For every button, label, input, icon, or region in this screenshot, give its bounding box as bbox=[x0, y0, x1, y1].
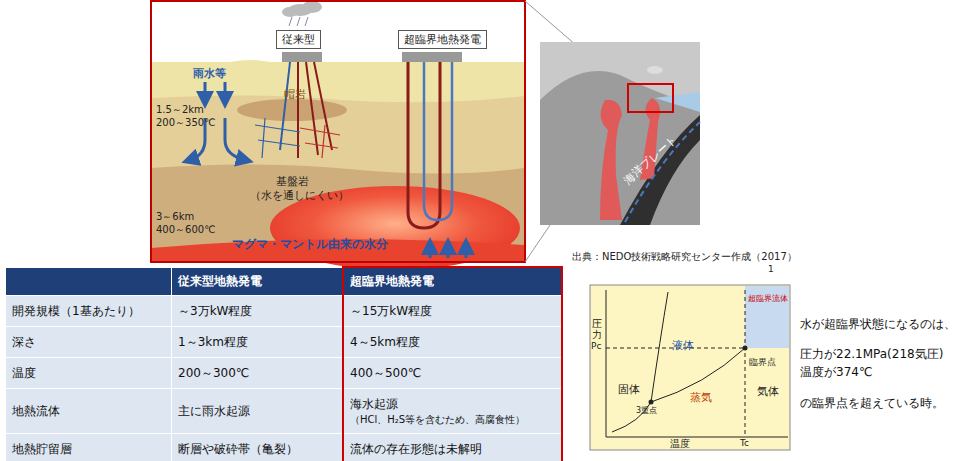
annotation-label: 3重点 bbox=[636, 406, 657, 415]
annotation-label: 温度 bbox=[670, 438, 690, 450]
annotation-label: 400～600℃ bbox=[156, 224, 215, 236]
table-cell: 海水起源 bbox=[350, 396, 555, 413]
annotation-label: 200～350℃ bbox=[156, 117, 215, 129]
table-cell: 主に雨水起源 bbox=[178, 404, 250, 418]
annotation-label: 出典：NEDO技術戦略研究センター作成（2017） bbox=[572, 251, 797, 263]
table-cell: 1～3km程度 bbox=[178, 335, 248, 349]
comparison-table: 従来型地熱発電 超臨界地熱発電開発規模（1基あたり） ～3万kW程度 ～15万kW程度… bbox=[5, 266, 563, 461]
annotation-label: 臨界点 bbox=[749, 357, 776, 367]
box-label: 超臨界地熱発電 bbox=[404, 33, 481, 46]
annotation-label: の臨界点を超えている時。 bbox=[800, 397, 944, 411]
annotation-label: 帽岩 bbox=[284, 89, 306, 102]
table-cell: 200～300℃ bbox=[178, 366, 249, 380]
annotation-label: 基盤岩 bbox=[276, 176, 309, 189]
well-type-box: 超臨界地熱発電 bbox=[398, 30, 487, 49]
table-cell: 400～500℃ bbox=[350, 366, 421, 380]
table-cell: 4～5km程度 bbox=[350, 335, 420, 349]
annotation-label: Pc bbox=[591, 341, 601, 351]
well-type-box: 従来型 bbox=[276, 30, 321, 49]
annotation-label: 液体 bbox=[672, 340, 694, 353]
annotation-label: 雨水等 bbox=[193, 68, 226, 81]
annotation-label: Tc bbox=[740, 438, 749, 448]
annotation-label: 水が超臨界状態になるのは、 bbox=[800, 318, 956, 332]
table-cell: 深さ bbox=[12, 335, 36, 349]
annotation-label: 蒸気 bbox=[690, 392, 712, 405]
annotation-label: 3～6km bbox=[156, 211, 194, 223]
annotation-label: 圧力が22.1MPa(218気圧) bbox=[800, 348, 943, 362]
table-cell: 流体の存在形態は未解明 bbox=[350, 442, 482, 456]
annotation-label: 圧力 bbox=[592, 318, 602, 340]
annotation-label: 1 bbox=[768, 264, 774, 274]
table-cell: 開発規模（1基あたり） bbox=[12, 304, 140, 318]
annotation-label: 超臨界流体 bbox=[748, 294, 788, 303]
annotation-label: マグマ・マントル由来の水分 bbox=[232, 238, 388, 252]
annotation-label: 温度が374℃ bbox=[800, 366, 872, 380]
annotation-label: 1.5～2km bbox=[156, 104, 204, 116]
table-cell: 従来型地熱発電 bbox=[178, 274, 262, 288]
table-cell: 地熱貯留層 bbox=[12, 442, 72, 456]
table-cell: 超臨界地熱発電 bbox=[350, 274, 434, 288]
table-cell: 地熱流体 bbox=[12, 404, 60, 418]
box-label: 従来型 bbox=[282, 33, 315, 46]
table-cell: ～3万kW程度 bbox=[178, 304, 252, 318]
annotation-label: 固体 bbox=[618, 384, 640, 397]
annotation-label: （水を通しにくい） bbox=[250, 190, 349, 203]
table-cell: ～15万kW程度 bbox=[350, 304, 432, 318]
annotation-label: 気体 bbox=[757, 386, 779, 399]
table-cell: 断層や破砕帯（亀裂） bbox=[178, 442, 298, 456]
table-cell: 温度 bbox=[12, 366, 36, 380]
table-cell: （HCl、H₂S等を含むため、高腐食性） bbox=[350, 413, 555, 427]
